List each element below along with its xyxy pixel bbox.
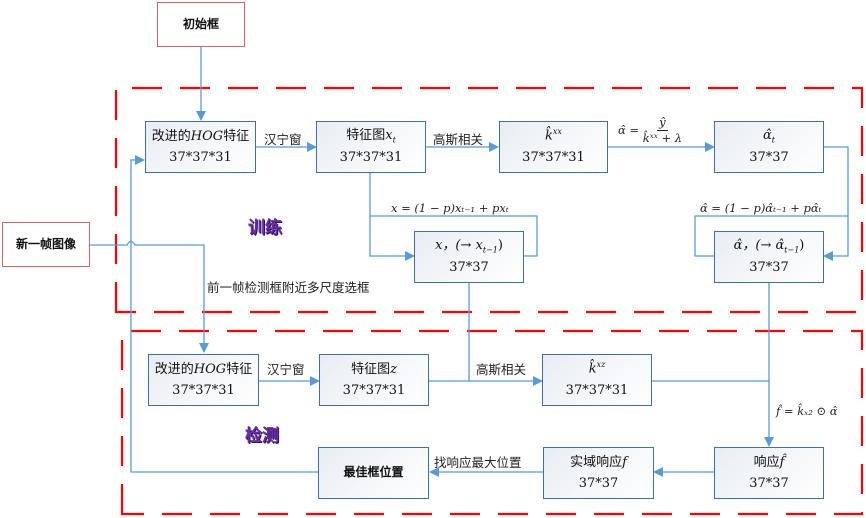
detect-kernel-title: k̂xz (588, 360, 606, 377)
train-hog-title: 改进的HOG特征 (151, 128, 250, 144)
detect-featuremap-box: 特征图z 37*37*31 (319, 354, 429, 406)
response-real-box: 实域响应f 37*37 (543, 447, 654, 499)
train-kernel-title: k̂xx (545, 127, 562, 144)
detect-kernel-size: 37*37*31 (565, 383, 629, 399)
detect-hog-title: 改进的HOG特征 (154, 361, 253, 377)
train-alpha-box: α̂t 37*37 (714, 121, 824, 173)
loop-alphamodel (694, 215, 848, 257)
loop-xmodel (370, 215, 538, 257)
training-region (114, 86, 864, 314)
response-hat-box: 响应f̂ 37*37 (714, 447, 824, 499)
train-alpha-title: α̂t (763, 128, 775, 145)
training-section-label: 训练 (248, 218, 282, 238)
response-hat-size: 37*37 (749, 476, 789, 491)
train-kernel-size: 37*37*31 (522, 150, 585, 166)
x-update-equation: x = (1 − p)xₜ₋₁ + pxₜ (391, 201, 509, 215)
best-box-label: 最佳框位置 (343, 465, 404, 480)
train-featuremap-box: 特征图xt 37*37*31 (316, 121, 426, 173)
alpha-model-size: 37*37 (749, 260, 789, 276)
detect-hog-size: 37*37*31 (172, 383, 235, 398)
x-model-size: 37*37 (449, 260, 489, 276)
detect-kernel-box: k̂xz 37*37*31 (542, 354, 652, 406)
arrow-bestbox-to-train-hog (130, 155, 318, 473)
response-real-size: 37*37 (578, 476, 619, 491)
arrow-featuremap-to-xmodel (369, 173, 415, 261)
alpha-model-box: α̂，(→ α̂t−1) 37*37 (714, 231, 824, 283)
multiscale-label: 前一帧检测框附近多尺度选框 (207, 280, 370, 295)
x-model-title: x，(→ xt−1) (435, 238, 503, 255)
detect-featuremap-title: 特征图z (351, 361, 397, 377)
train-alpha-size: 37*37 (749, 150, 789, 166)
detect-hanning-label: 汉宁窗 (267, 362, 305, 377)
initial-box: 初始框 (157, 2, 245, 47)
response-equation: f̂ = k̂ₓ₂ ⊙ α̂ (776, 404, 838, 418)
detect-hog-box: 改进的HOG特征 37*37*31 (148, 354, 259, 406)
alpha-model-title: α̂，(→ α̂t−1) (733, 238, 805, 255)
best-box-position: 最佳框位置 (318, 447, 429, 499)
find-max-label: 找响应最大位置 (434, 455, 522, 470)
detection-region (120, 329, 864, 516)
new-frame-box: 新一帧图像 (2, 222, 90, 267)
train-hog-size: 37*37*31 (169, 150, 232, 165)
response-real-title: 实域响应f (570, 454, 627, 470)
train-featuremap-size: 37*37*31 (339, 150, 403, 166)
train-hog-box: 改进的HOG特征 37*37*31 (145, 121, 256, 173)
x-model-box: x，(→ xt−1) 37*37 (414, 231, 524, 283)
alpha-update-equation: α̂ = (1 − p)α̂ₜ₋₁ + pα̂ₜ (700, 201, 822, 215)
train-hanning-label: 汉宁窗 (264, 132, 302, 147)
train-kernel-box: k̂xx 37*37*31 (499, 121, 608, 173)
response-hat-title: 响应f̂ (753, 454, 785, 470)
new-frame-label: 新一帧图像 (15, 236, 76, 251)
detection-section-label: 检测 (245, 426, 279, 446)
train-featuremap-title: 特征图xt (346, 128, 396, 145)
detect-featuremap-size: 37*37*31 (342, 383, 406, 398)
train-gaussian-label: 高斯相关 (433, 132, 484, 147)
arrow-alpha-to-alphamodel (823, 146, 849, 261)
initial-box-label: 初始框 (182, 16, 219, 31)
detect-gaussian-label: 高斯相关 (476, 362, 527, 377)
arrow-newframe-to-detect-hog (90, 240, 209, 353)
